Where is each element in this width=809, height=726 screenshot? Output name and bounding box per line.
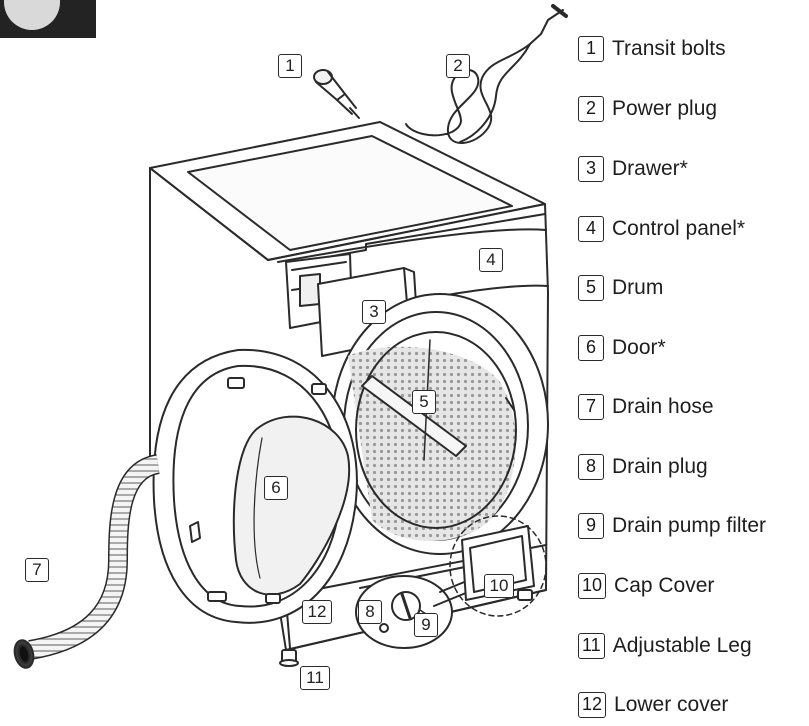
callout-drum: 5 [412,390,436,414]
legend-number: 7 [578,394,604,420]
legend-item-drain-pump-filter: 9 Drain pump filter [578,511,766,541]
drain-hose [13,454,161,669]
legend-item-drum: 5 Drum [578,273,663,303]
legend-number: 8 [578,454,604,480]
callout-lower-cover: 12 [302,600,332,624]
callout-power-plug: 2 [446,54,470,78]
legend-number: 9 [578,513,604,539]
legend-number: 1 [578,36,604,62]
legend-label: Drawer* [612,157,688,180]
legend-item-control-panel: 4 Control panel* [578,214,745,244]
legend-item-transit-bolts: 1 Transit bolts [578,34,726,64]
legend-label: Power plug [612,97,718,120]
callout-drain-pump-filter: 9 [414,613,438,637]
legend-item-power-plug: 2 Power plug [578,94,717,124]
callout-drain-hose: 7 [25,558,49,582]
machine-cabinet [149,121,549,651]
legend-label: Drum [612,276,664,299]
legend-label: Drain pump filter [612,514,767,537]
legend-number: 11 [578,633,605,659]
legend-item-door: 6 Door* [578,333,666,363]
legend-number: 12 [578,692,607,718]
legend-label: Door* [612,336,666,359]
legend-number: 3 [578,156,604,182]
callout-drain-plug: 8 [358,600,382,624]
legend-label: Cap Cover [614,574,715,597]
callout-drawer: 3 [362,300,386,324]
cap-cover-outline [449,515,547,617]
door-outline [152,348,358,624]
callout-control-panel: 4 [479,248,503,272]
legend-item-drawer: 3 Drawer* [578,154,688,184]
legend-item-drain-plug: 8 Drain plug [578,452,708,482]
legend-label: Drain plug [612,455,708,478]
legend-number: 2 [578,96,604,122]
legend-label: Drain hose [612,395,714,418]
legend-label: Control panel* [612,217,746,240]
section-marker [0,0,96,38]
callout-cap-cover: 10 [484,574,514,598]
power-plug-icon [405,4,568,144]
legend-item-adjustable-leg: 11 Adjustable Leg [578,631,752,661]
callout-transit-bolts: 1 [278,54,302,78]
legend-label: Adjustable Leg [612,634,752,657]
legend-item-lower-cover: 12 Lower cover [578,690,728,720]
legend-item-cap-cover: 10 Cap Cover [578,571,714,601]
callout-door: 6 [264,476,288,500]
legend-number: 5 [578,275,604,301]
drum-outline [331,293,549,555]
legend-label: Lower cover [614,693,729,716]
legend-number: 10 [578,573,607,599]
legend-label: Transit bolts [612,37,726,60]
legend-number: 4 [578,216,604,242]
legend-number: 6 [578,335,604,361]
adjustable-leg-outline [279,589,533,667]
transit-bolt-icon [313,69,360,119]
legend-item-drain-hose: 7 Drain hose [578,392,714,422]
callout-adjustable-leg: 11 [300,666,330,690]
